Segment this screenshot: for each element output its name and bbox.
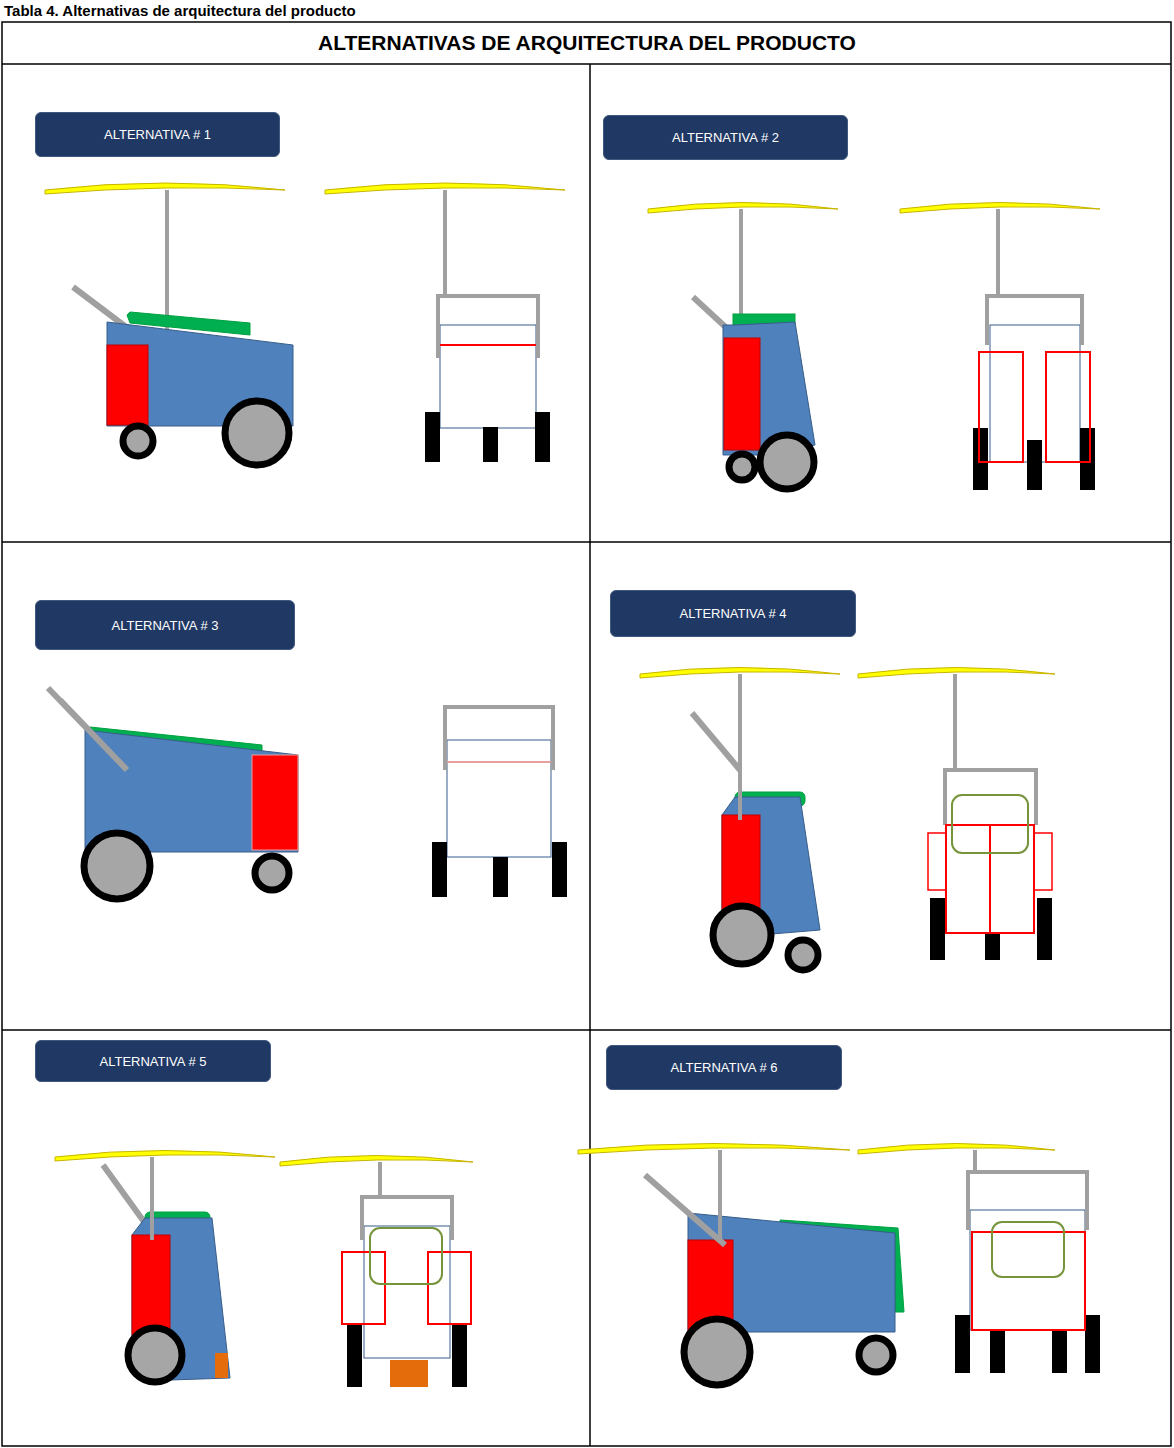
table-grid xyxy=(2,22,1171,1446)
alternative-label: ALTERNATIVA # 2 xyxy=(672,130,779,145)
cart-side-view xyxy=(640,668,840,971)
alternative-label-box: ALTERNATIVA # 1 xyxy=(35,112,280,157)
table-caption: Tabla 4. Alternativas de arquitectura de… xyxy=(4,2,356,19)
alternative-label: ALTERNATIVA # 6 xyxy=(671,1060,778,1075)
cart-front-view xyxy=(858,1144,1100,1374)
alternative-label-box: ALTERNATIVA # 6 xyxy=(606,1045,842,1090)
alternative-label: ALTERNATIVA # 4 xyxy=(680,606,787,621)
cart-side-view xyxy=(45,183,293,465)
alternative-label-box: ALTERNATIVA # 5 xyxy=(35,1040,271,1082)
alternative-label: ALTERNATIVA # 1 xyxy=(104,127,211,142)
alternative-label-box: ALTERNATIVA # 4 xyxy=(610,590,856,637)
cart-front-view xyxy=(280,1156,473,1388)
alternative-label: ALTERNATIVA # 3 xyxy=(112,618,219,633)
cart-front-view xyxy=(325,183,565,462)
cart-side-view xyxy=(648,203,838,490)
cart-front-view xyxy=(900,203,1100,491)
alternative-label: ALTERNATIVA # 5 xyxy=(100,1054,207,1069)
table-title: ALTERNATIVAS DE ARQUITECTURA DEL PRODUCT… xyxy=(318,31,856,55)
cart-side-view xyxy=(578,1144,904,1386)
alternative-label-box: ALTERNATIVA # 3 xyxy=(35,600,295,650)
cart-side-view xyxy=(55,1151,275,1383)
cart-front-view xyxy=(858,668,1055,961)
alternative-label-box: ALTERNATIVA # 2 xyxy=(603,115,848,160)
cart-side-view xyxy=(48,688,298,899)
cart-front-view xyxy=(432,707,567,897)
